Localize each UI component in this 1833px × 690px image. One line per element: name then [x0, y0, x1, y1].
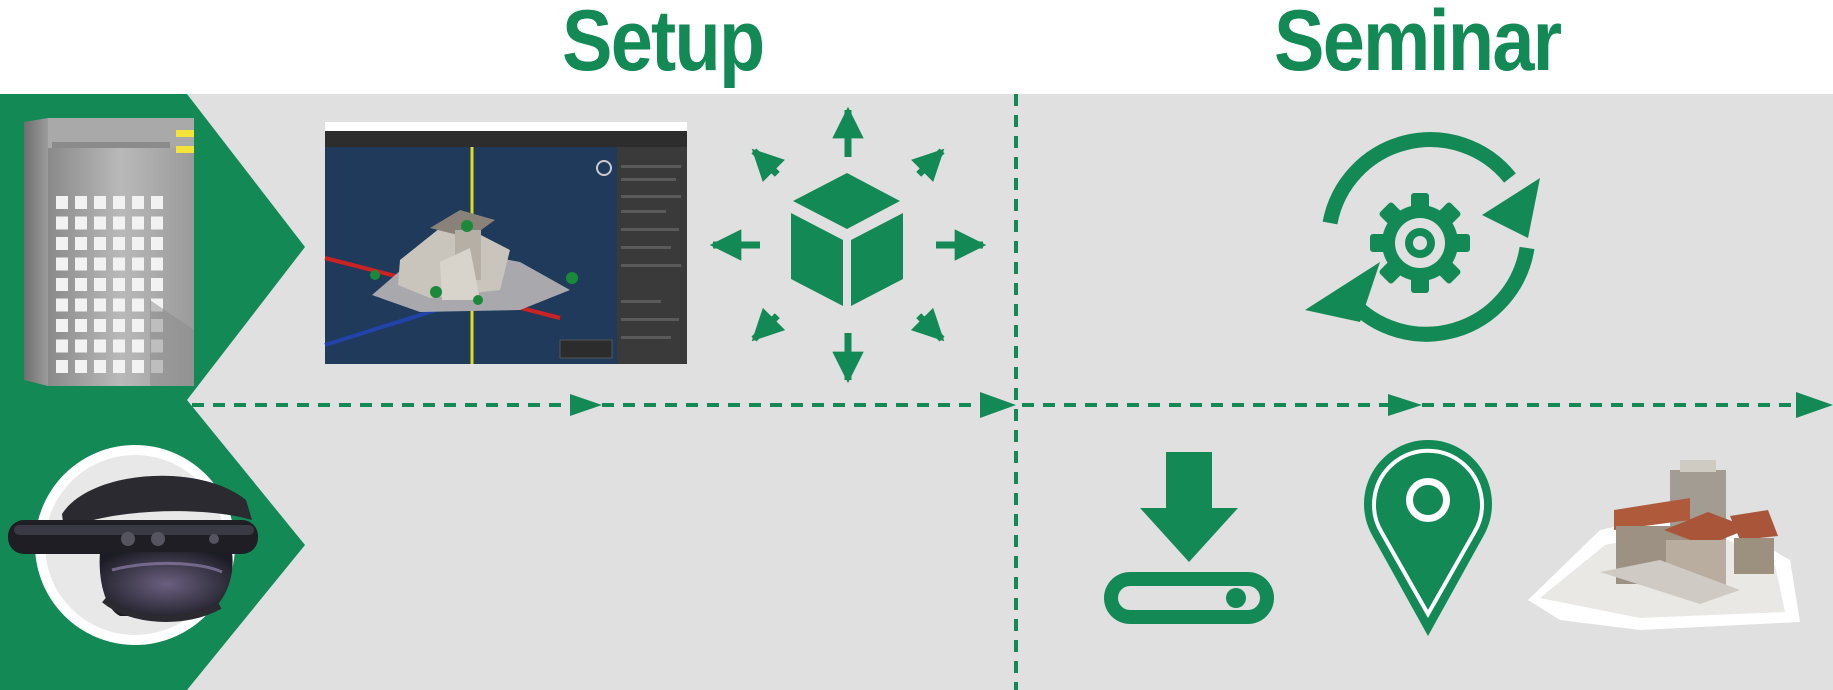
flow-line-seminar	[1022, 392, 1833, 418]
download-to-drive-icon	[1104, 452, 1274, 624]
gear-with-circular-arrows-icon	[1305, 132, 1540, 342]
flow-line-setup	[192, 392, 1016, 418]
map-pin-icon	[1364, 440, 1492, 636]
3d-church-model-image	[1528, 460, 1800, 630]
cube-with-outward-arrows-icon	[709, 106, 987, 384]
seminar-heading: Seminar	[1274, 0, 1562, 89]
unity-editor-screenshot	[324, 122, 687, 364]
server-tower-icon	[24, 118, 194, 386]
setup-heading: Setup	[562, 0, 765, 89]
mixed-reality-headset-icon	[8, 445, 258, 645]
